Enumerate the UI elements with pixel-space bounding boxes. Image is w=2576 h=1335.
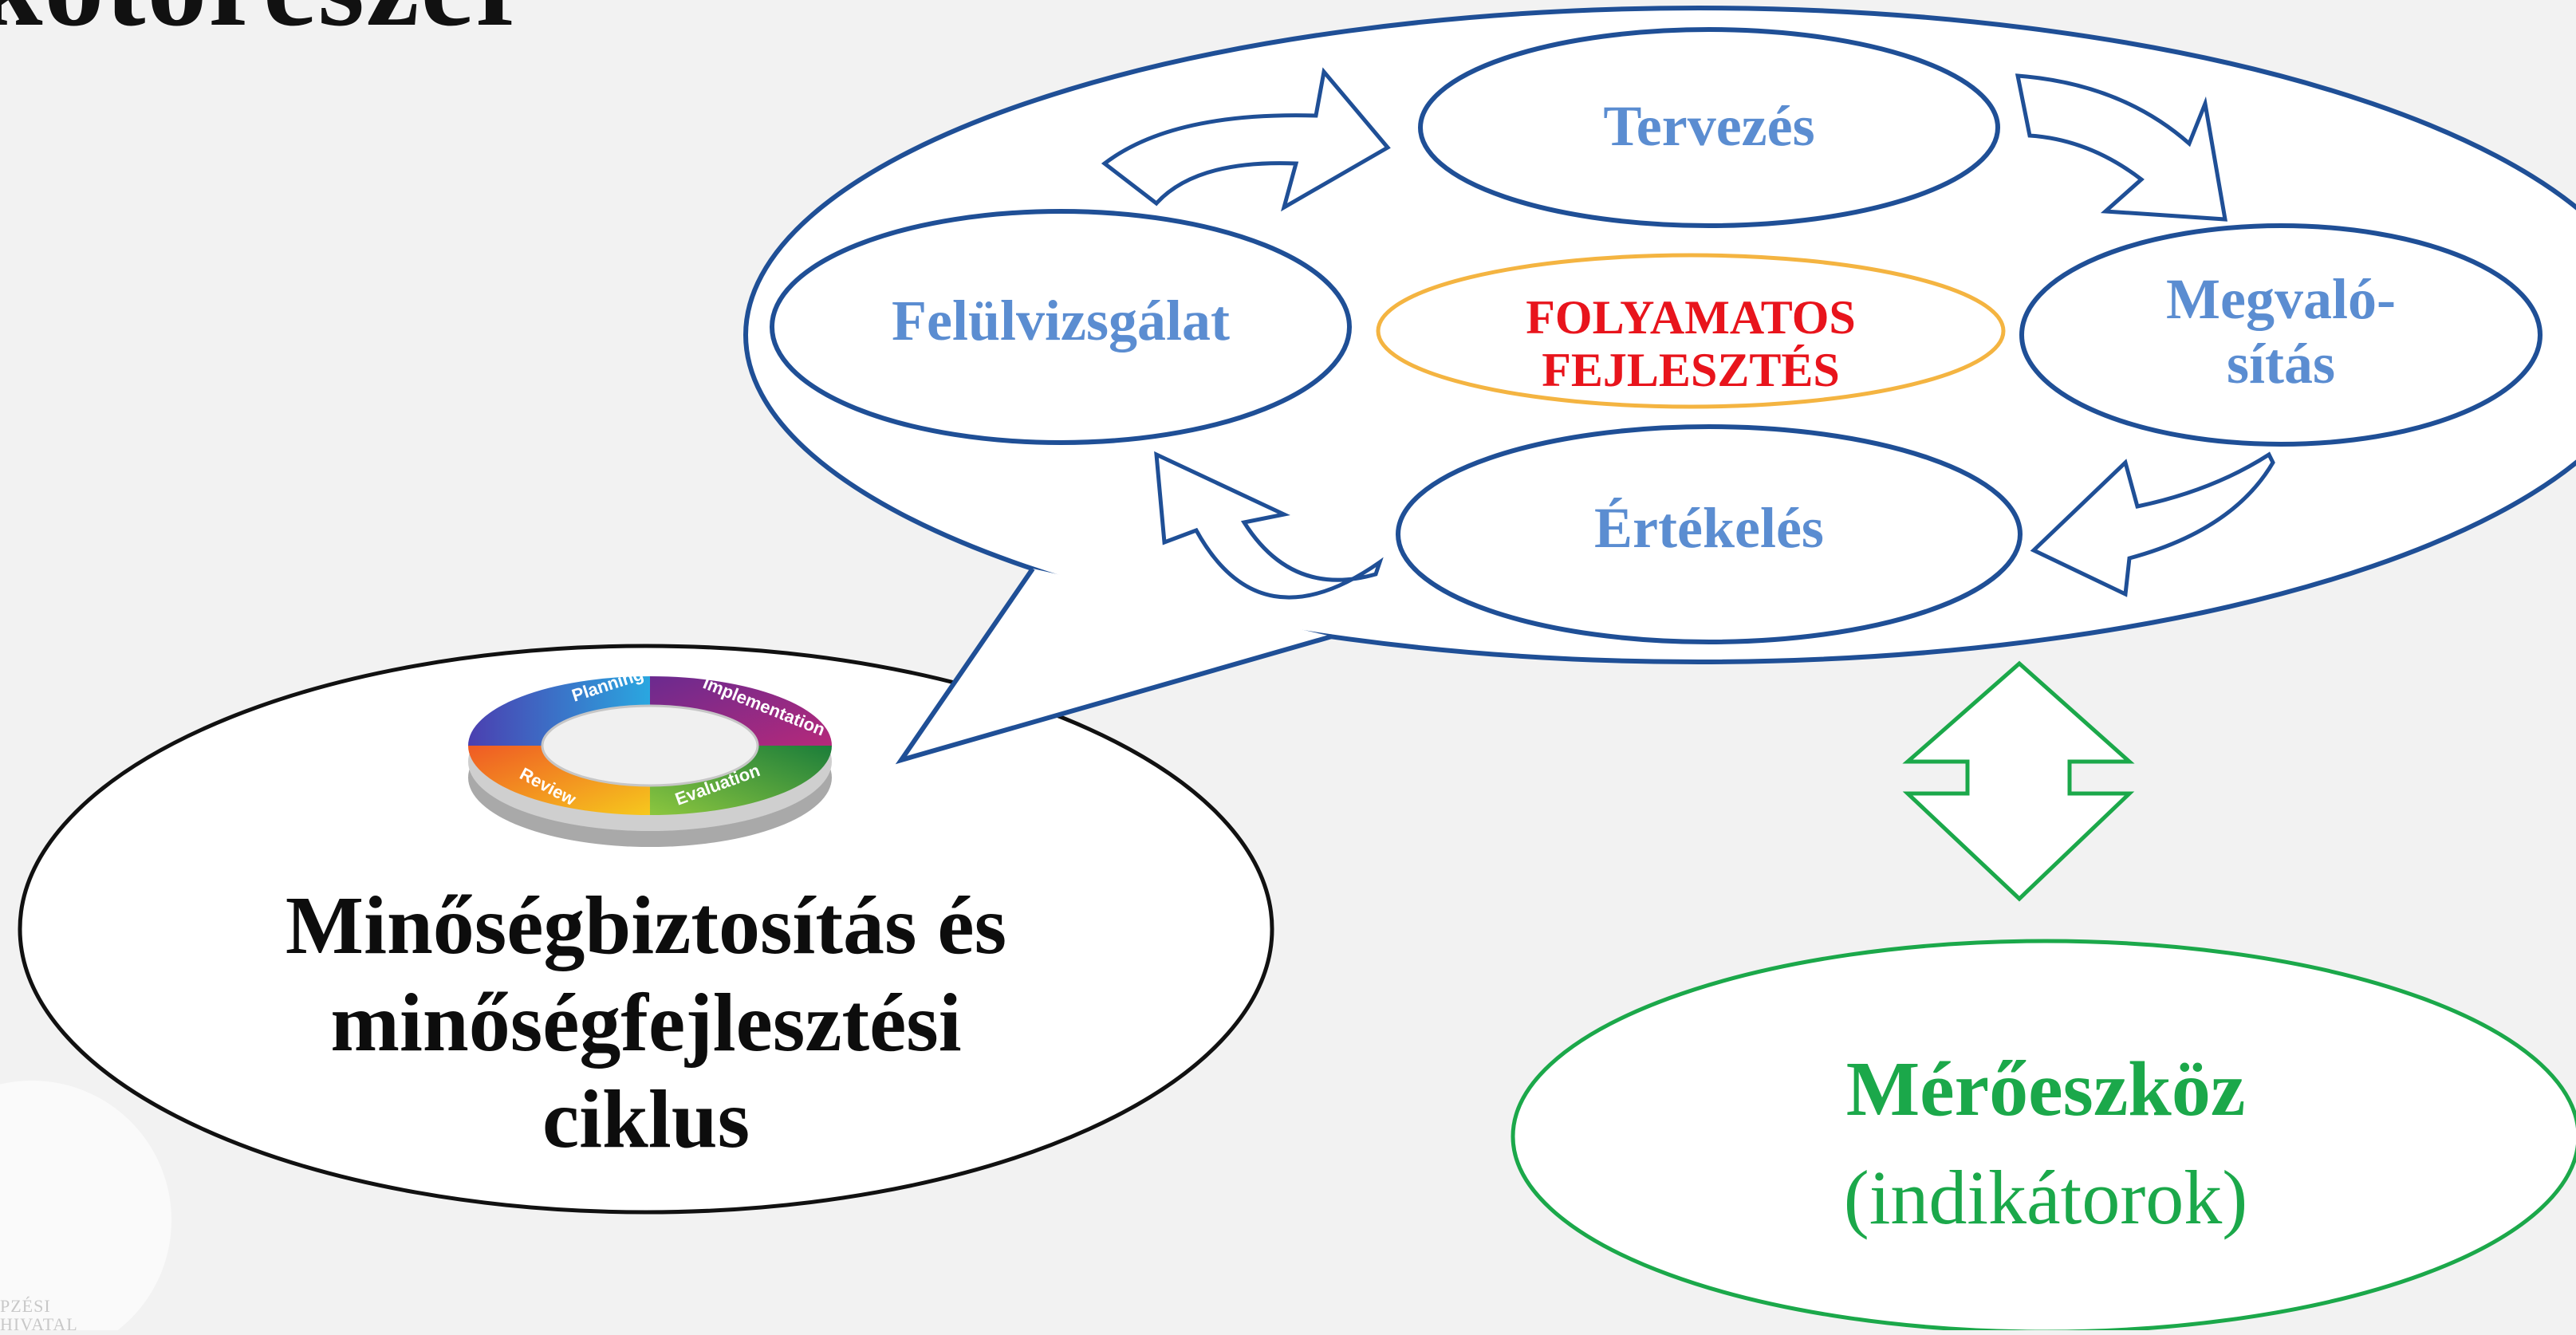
quality-cycle-line3: ciklus	[542, 1073, 750, 1166]
arrow-evaluation-to-review	[1154, 451, 1384, 600]
arrow-review-to-planning	[1101, 67, 1391, 212]
continuous-improvement-line1: FOLYAMATOS	[1526, 291, 1856, 344]
implementation-label: Megvaló- sítás	[2090, 267, 2472, 396]
quality-cycle-ellipse	[18, 644, 1274, 1215]
measure-ellipse	[1511, 939, 2576, 1330]
continuous-improvement-label: FOLYAMATOS FEJLESZTÉS	[1420, 291, 1962, 396]
speech-bubble-tail	[895, 567, 1333, 765]
double-arrow-icon	[1902, 660, 2135, 902]
logo-circle	[0, 1081, 171, 1330]
quality-cycle-line1: Minőségbiztosítás és	[285, 880, 1007, 971]
measure-title: Mérőeszköz	[1845, 1046, 2246, 1132]
continuous-improvement-line2: FEJLESZTÉS	[1542, 344, 1840, 396]
evaluation-label: Értékelés	[1594, 496, 1824, 560]
review-ellipse	[770, 209, 1352, 445]
arrow-planning-to-implementation	[2015, 73, 2228, 222]
logo-text-line2: HIVATAL	[0, 1314, 78, 1334]
cycle-ring-icon: Planning Implementation Evaluation Revie…	[468, 664, 832, 847]
measure-subtitle: (indikátorok)	[1843, 1155, 2248, 1240]
review-label: Felülvizsgálat	[892, 289, 1230, 352]
continuous-improvement-ellipse	[1376, 253, 2006, 409]
arrow-implementation-to-evaluation	[2030, 451, 2275, 597]
implementation-label-line1: Megvaló-	[2166, 267, 2396, 331]
title-fragment: kotorészer	[0, 0, 530, 53]
planning-label: Tervezés	[1603, 94, 1815, 158]
implementation-ellipse	[2019, 223, 2543, 447]
quality-cycle-line2: minőségfejlesztési	[330, 976, 962, 1069]
planning-ellipse	[1418, 27, 2000, 228]
implementation-label-line2: sítás	[2226, 331, 2336, 396]
logo-text-line1: PZÉSI	[0, 1296, 51, 1316]
evaluation-ellipse	[1396, 424, 2023, 644]
quality-cycle-label: Minőségbiztosítás és minőségfejlesztési …	[163, 877, 1128, 1168]
